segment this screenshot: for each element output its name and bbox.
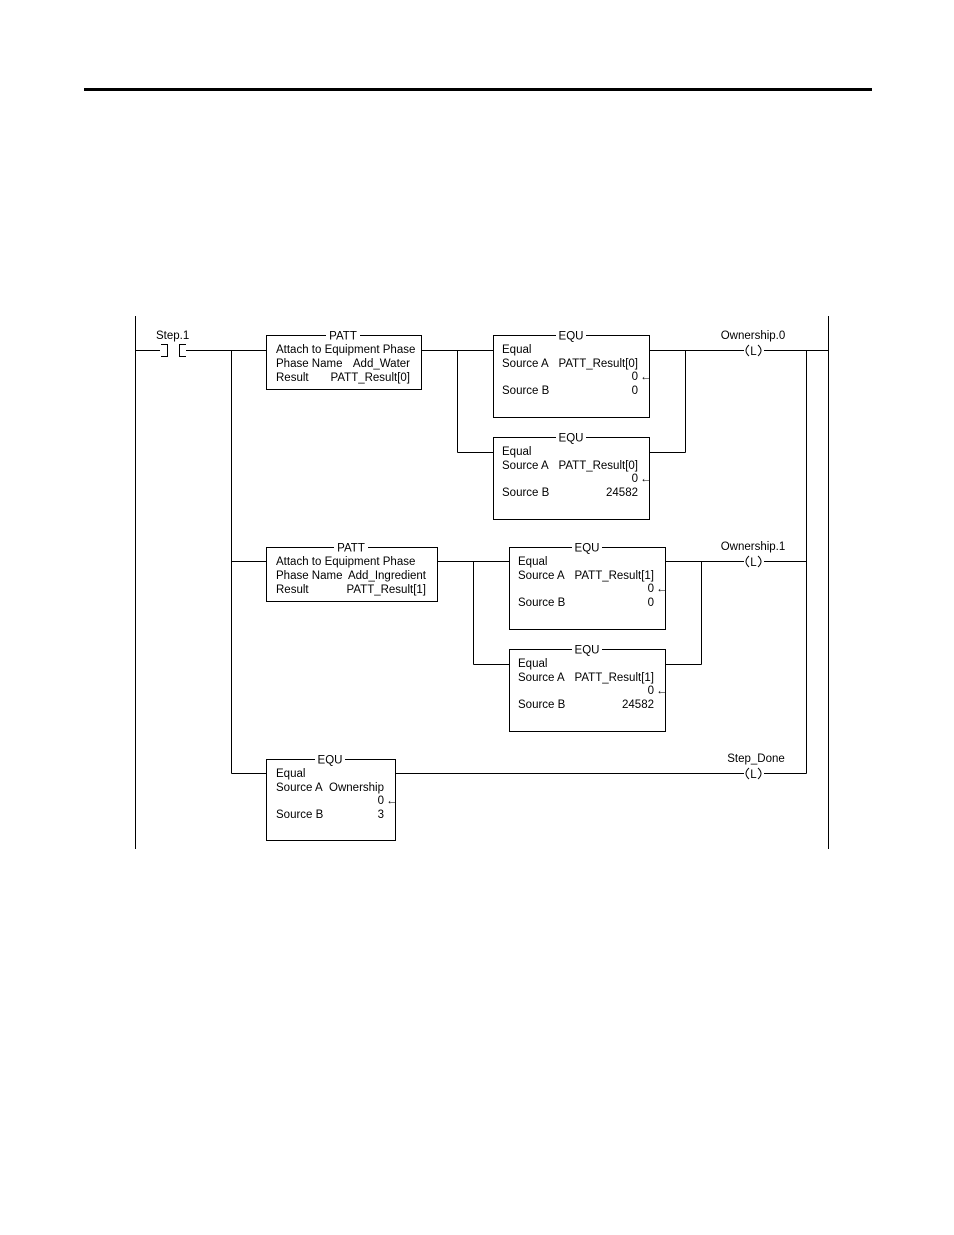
source-b-label: Source B [502, 487, 550, 499]
source-a-live-value: 0 [378, 795, 384, 807]
instruction-box [493, 437, 650, 520]
source-b-label: Source B [518, 597, 566, 609]
value-arrow-icon: ← [640, 371, 652, 383]
instruction-mnemonic: EQU [575, 543, 600, 555]
coil-right-paren-icon [757, 767, 762, 780]
source-a-label: Source A [502, 460, 549, 472]
patt-instruction-2[interactable]: PATT Attach to Equipment Phase Phase Nam… [266, 542, 438, 602]
coil-symbol: L [750, 346, 757, 358]
instruction-mnemonic: PATT [337, 543, 365, 555]
source-b-value: 24582 [606, 487, 638, 499]
contact-right-bracket-icon [179, 344, 186, 357]
result-value: PATT_Result[0] [331, 372, 410, 384]
coil-right-paren-icon [757, 555, 762, 568]
source-a-label: Source A [518, 672, 565, 684]
phase-name-label: Phase Name [276, 570, 342, 582]
instruction-title: Equal [276, 768, 305, 780]
source-b-value: 0 [648, 597, 654, 609]
phase-name-value: Add_Ingredient [348, 570, 427, 582]
coil-tag: Ownership.0 [721, 330, 786, 342]
coil-tag: Step_Done [727, 753, 785, 765]
contact-tag: Step.1 [156, 330, 189, 342]
source-a-value: Ownership [329, 782, 384, 794]
phase-name-label: Phase Name [276, 358, 342, 370]
instruction-mnemonic: EQU [559, 331, 584, 343]
equ-instruction-2a[interactable]: EQU Equal Source A PATT_Result[1] 0 ← So… [509, 542, 668, 630]
source-a-value: PATT_Result[1] [575, 570, 654, 582]
result-label: Result [276, 372, 309, 384]
latch-coil-ownership-0[interactable]: Ownership.0 L [721, 330, 786, 358]
value-arrow-icon: ← [640, 473, 652, 485]
value-arrow-icon: ← [386, 795, 398, 807]
instruction-box [493, 335, 650, 418]
equ-instruction-2b[interactable]: EQU Equal Source A PATT_Result[1] 0 ← So… [509, 644, 668, 732]
source-a-value: PATT_Result[0] [559, 460, 638, 472]
result-label: Result [276, 584, 309, 596]
coil-tag: Ownership.1 [721, 541, 786, 553]
instruction-title: Attach to Equipment Phase [276, 344, 415, 356]
source-a-label: Source A [502, 358, 549, 370]
equ-instruction-3[interactable]: EQU Equal Source A Ownership 0 ← Source … [266, 754, 398, 841]
source-a-value: PATT_Result[0] [559, 358, 638, 370]
source-b-value: 0 [632, 385, 638, 397]
source-a-live-value: 0 [632, 473, 638, 485]
source-a-live-value: 0 [648, 685, 654, 697]
source-b-label: Source B [502, 385, 550, 397]
result-value: PATT_Result[1] [347, 584, 426, 596]
value-arrow-icon: ← [656, 583, 668, 595]
source-b-value: 3 [378, 809, 384, 821]
equ-instruction-1b[interactable]: EQU Equal Source A PATT_Result[0] 0 ← So… [493, 432, 652, 520]
latch-coil-step-done[interactable]: Step_Done L [727, 753, 785, 781]
contact-left-bracket-icon [161, 344, 168, 357]
source-b-value: 24582 [622, 699, 654, 711]
source-a-live-value: 0 [648, 583, 654, 595]
coil-left-paren-icon [745, 767, 750, 780]
equ-instruction-1a[interactable]: EQU Equal Source A PATT_Result[0] 0 ← So… [493, 330, 652, 418]
source-a-label: Source A [518, 570, 565, 582]
instruction-box [266, 547, 438, 602]
instruction-mnemonic: EQU [559, 433, 584, 445]
source-a-label: Source A [276, 782, 323, 794]
instruction-title: Equal [518, 658, 547, 670]
source-a-live-value: 0 [632, 371, 638, 383]
instruction-mnemonic: PATT [329, 331, 357, 343]
instruction-title: Equal [518, 556, 547, 568]
source-b-label: Source B [518, 699, 566, 711]
xic-contact-step-1[interactable]: Step.1 [156, 330, 189, 357]
coil-left-paren-icon [745, 555, 750, 568]
instruction-title: Equal [502, 446, 531, 458]
instruction-box [266, 335, 422, 390]
value-arrow-icon: ← [656, 685, 668, 697]
phase-name-value: Add_Water [353, 358, 410, 370]
coil-left-paren-icon [745, 344, 750, 357]
source-a-value: PATT_Result[1] [575, 672, 654, 684]
header-rule [84, 88, 872, 91]
source-b-label: Source B [276, 809, 324, 821]
instruction-mnemonic: EQU [575, 645, 600, 657]
instruction-title: Equal [502, 344, 531, 356]
latch-coil-ownership-1[interactable]: Ownership.1 L [721, 541, 786, 569]
coil-symbol: L [750, 769, 757, 781]
instruction-mnemonic: EQU [318, 755, 343, 767]
instruction-box [509, 649, 666, 732]
instruction-title: Attach to Equipment Phase [276, 556, 415, 568]
patt-instruction-1[interactable]: PATT Attach to Equipment Phase Phase Nam… [266, 330, 422, 390]
coil-symbol: L [750, 557, 757, 569]
coil-right-paren-icon [757, 344, 762, 357]
